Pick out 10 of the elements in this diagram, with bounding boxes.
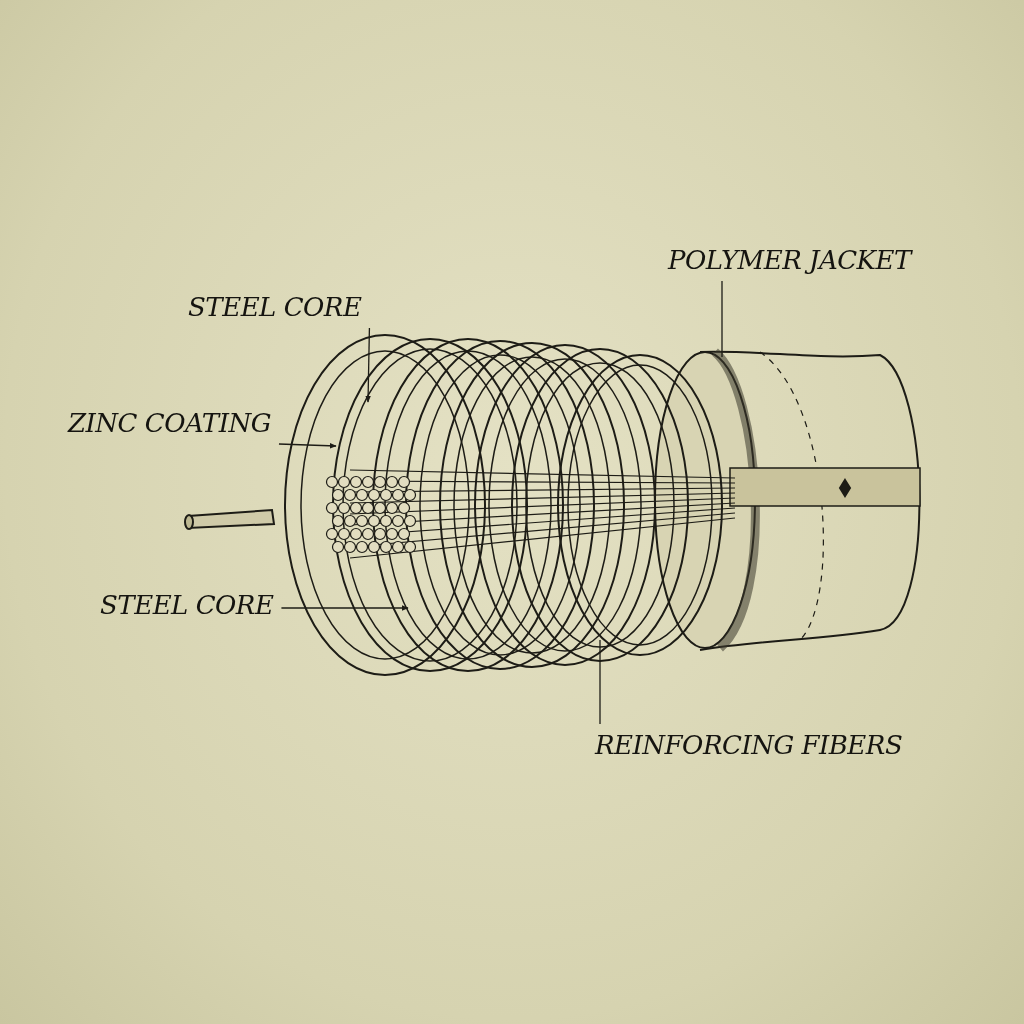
leader-line <box>365 327 371 403</box>
leader-line <box>721 280 723 358</box>
part-label: ZINC COATING <box>68 408 271 438</box>
part-label: POLYMER JACKET <box>668 245 911 275</box>
leader-line <box>599 639 601 725</box>
leader-line <box>280 605 409 611</box>
part-label: STEEL CORE <box>188 292 362 322</box>
part-label: STEEL CORE <box>100 590 274 620</box>
leader-line <box>278 443 337 449</box>
part-label: REINFORCING FIBERS <box>595 730 903 760</box>
